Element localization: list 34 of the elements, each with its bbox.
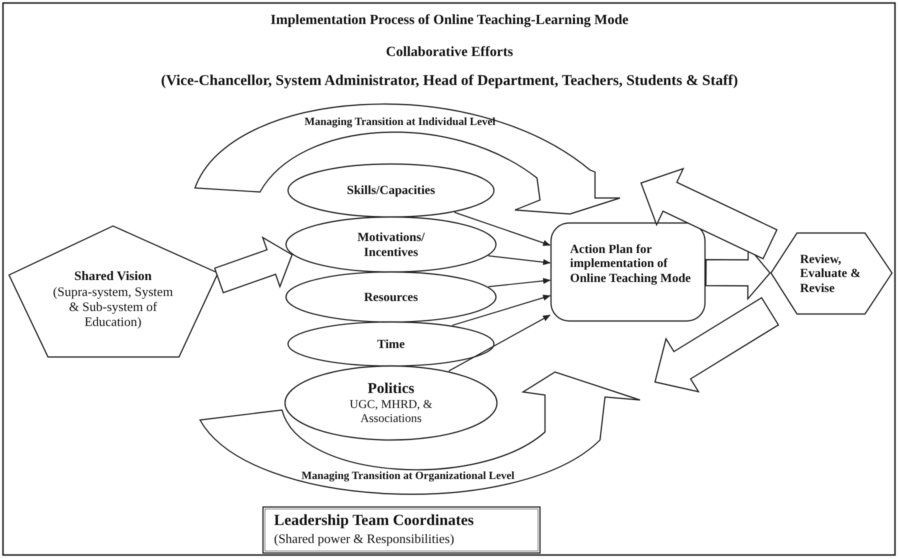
ellipse	[284, 365, 498, 441]
body-text: (Supra-system, System & Sub-system of Education)	[53, 285, 173, 330]
arrow	[452, 294, 551, 326]
node-label: Motivations/ Incentives	[356, 230, 426, 259]
ellipse	[287, 163, 495, 218]
body-text: (Shared power & Responsibilities)	[274, 532, 456, 547]
node-label: Leadership Team Coordinates	[274, 512, 475, 530]
band-label: Managing Transition at Individual Level	[304, 116, 496, 129]
arrow	[448, 314, 551, 372]
body-text: UGC, MHRD, & Associations	[348, 398, 434, 426]
node-label: Action Plan for implementation of Online Teaching Mode	[570, 242, 692, 286]
node-label: Skills/Capacities	[346, 183, 436, 198]
arrow	[488, 278, 551, 288]
ellipse	[285, 216, 497, 273]
node-label: Review, Evaluate & Revise	[800, 252, 862, 296]
arrow	[488, 255, 551, 266]
node-label: Resources	[363, 290, 419, 304]
band-label: Managing Transition at Organizational Level	[300, 470, 516, 483]
pentagon	[8, 225, 219, 359]
node-label: Shared Vision	[73, 269, 153, 284]
label-heading: Collaborative Efforts	[384, 45, 514, 62]
arrow	[454, 212, 551, 246]
participants-text: (Vice-Chancellor, System Administrator, Head of Department, Teachers, Students & Staff)	[160, 73, 740, 90]
node-label: Time	[376, 336, 406, 352]
block-arrow	[214, 236, 293, 294]
node-label: Politics	[366, 380, 416, 398]
block-arrow	[640, 168, 778, 260]
ellipse	[287, 321, 495, 367]
process-box	[550, 222, 706, 322]
diagram-title: Implementation Process of Online Teaching-Learning Mode	[270, 13, 630, 30]
hexagon	[770, 232, 893, 315]
ellipse	[285, 271, 497, 323]
text-box	[262, 506, 541, 554]
block-arrow	[654, 296, 780, 393]
